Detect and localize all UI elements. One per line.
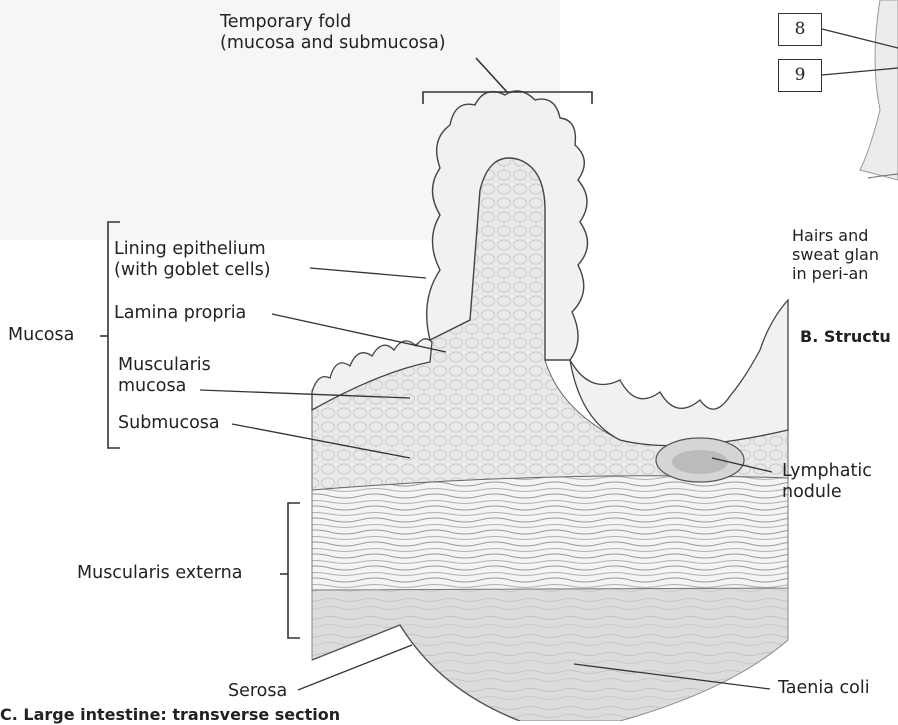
- muscularis-mucosa-label: Muscularis mucosa: [118, 355, 211, 397]
- lining-epithelium-leader: [310, 268, 426, 278]
- lymphatic-nodule-center: [672, 450, 728, 474]
- muscularis-externa-bracket: [288, 503, 300, 638]
- lining-epithelium-label-line2: (with goblet cells): [114, 260, 271, 281]
- lymphatic-nodule-label-line1: Lymphatic: [782, 461, 872, 482]
- figure-b-partial: [860, 0, 898, 180]
- lamina-propria-leader: [272, 314, 446, 352]
- mucosa-label: Mucosa: [8, 325, 74, 346]
- muscularis-mucosa-label-line2: mucosa: [118, 376, 211, 397]
- section-c-heading: C. Large intestine: transverse section: [0, 704, 340, 725]
- lamina-propria-label: Lamina propria: [114, 303, 246, 324]
- hairs-sweat-label: Hairs and sweat glan in peri-an: [792, 226, 879, 283]
- taenia-coli-region: [312, 588, 788, 721]
- muscularis-externa-region: [312, 475, 788, 591]
- muscularis-mucosa-label-line1: Muscularis: [118, 355, 211, 376]
- muscularis-externa-label: Muscularis externa: [77, 563, 243, 584]
- hairs-sweat-label-line1: Hairs and: [792, 226, 879, 245]
- serosa-label: Serosa: [228, 681, 287, 702]
- lining-epithelium-label-line1: Lining epithelium: [114, 239, 271, 260]
- section-b-heading: B. Structu: [800, 326, 891, 347]
- lymphatic-nodule-label-line2: nodule: [782, 482, 872, 503]
- hairs-sweat-label-line2: sweat glan: [792, 245, 879, 264]
- callout-8-box: 8: [778, 13, 822, 46]
- temporary-fold-label: Temporary fold (mucosa and submucosa): [220, 12, 446, 54]
- submucosa-label: Submucosa: [118, 413, 220, 434]
- temporary-fold-label-line2: (mucosa and submucosa): [220, 33, 446, 54]
- callout-9-box: 9: [778, 59, 822, 92]
- lining-epithelium-label: Lining epithelium (with goblet cells): [114, 239, 271, 281]
- hairs-sweat-label-line3: in peri-an: [792, 264, 879, 283]
- temporary-fold-label-line1: Temporary fold: [220, 12, 446, 33]
- right-mucosa-folds: [570, 300, 788, 446]
- lymphatic-nodule-label: Lymphatic nodule: [782, 461, 872, 503]
- taenia-coli-label: Taenia coli: [778, 678, 870, 699]
